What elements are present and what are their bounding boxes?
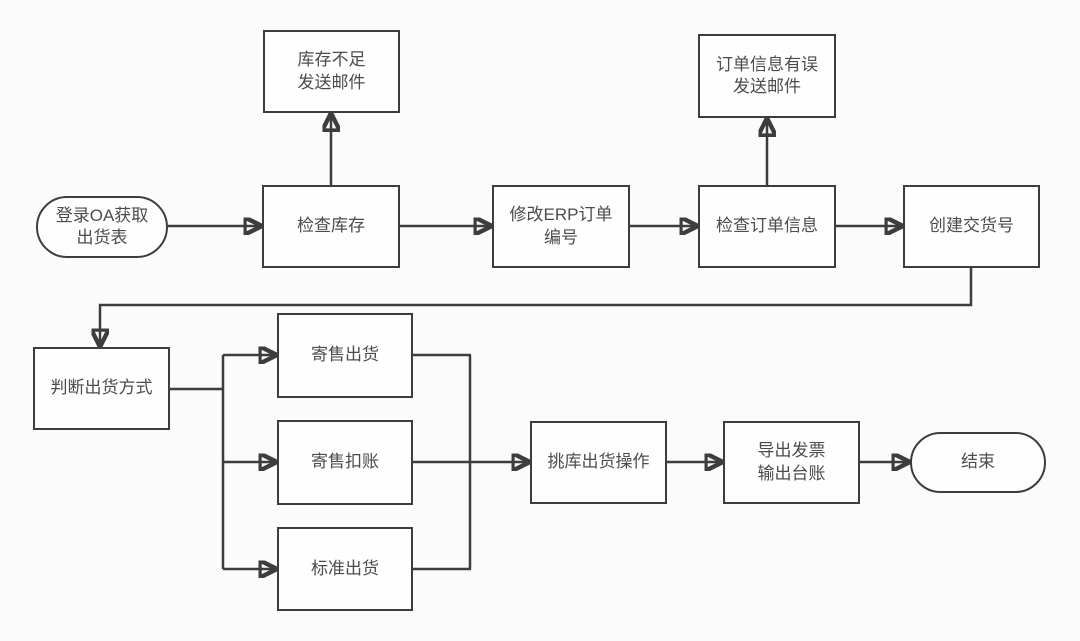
node-end: 结束 — [910, 432, 1046, 493]
node-judge-ship-method-label: 判断出货方式 — [50, 378, 153, 398]
node-check-inventory-label: 检查库存 — [297, 216, 365, 236]
node-check-order-info-label: 检查订单信息 — [716, 216, 818, 236]
node-order-error-email-label: 订单信息有误 发送邮件 — [716, 54, 818, 96]
node-consignment-deduct: 寄售扣账 — [277, 420, 413, 505]
node-pick-ship-operation-label: 挑库出货操作 — [547, 452, 650, 472]
node-export-invoice-ledger: 导出发票 输出台账 — [723, 421, 860, 504]
node-modify-erp-order-label: 修改ERP订单 编号 — [509, 205, 613, 247]
node-create-delivery-no-label: 创建交货号 — [929, 216, 1014, 236]
node-consignment-deduct-label: 寄售扣账 — [311, 452, 379, 472]
connector-create-delivery-to-judge — [100, 268, 973, 347]
node-check-order-info: 检查订单信息 — [698, 185, 836, 268]
node-order-error-email: 订单信息有误 发送邮件 — [698, 34, 836, 118]
node-modify-erp-order: 修改ERP订单 编号 — [492, 185, 630, 268]
node-export-invoice-ledger-label: 导出发票 输出台账 — [757, 441, 826, 483]
node-create-delivery-no: 创建交货号 — [903, 185, 1040, 268]
node-standard-ship-label: 标准出货 — [311, 558, 379, 578]
node-start-label: 登录OA获取 出货表 — [55, 205, 149, 247]
node-judge-ship-method: 判断出货方式 — [33, 347, 170, 430]
node-pick-ship-operation: 挑库出货操作 — [530, 421, 667, 504]
node-consignment-ship: 寄售出货 — [277, 313, 413, 398]
node-standard-ship: 标准出货 — [277, 527, 413, 611]
node-consignment-ship-label: 寄售出货 — [311, 345, 379, 365]
node-inventory-email: 库存不足 发送邮件 — [263, 30, 400, 113]
node-end-label: 结束 — [961, 452, 995, 472]
node-check-inventory: 检查库存 — [262, 185, 400, 268]
node-inventory-email-label: 库存不足 发送邮件 — [297, 50, 366, 92]
node-start: 登录OA获取 出货表 — [36, 196, 168, 258]
